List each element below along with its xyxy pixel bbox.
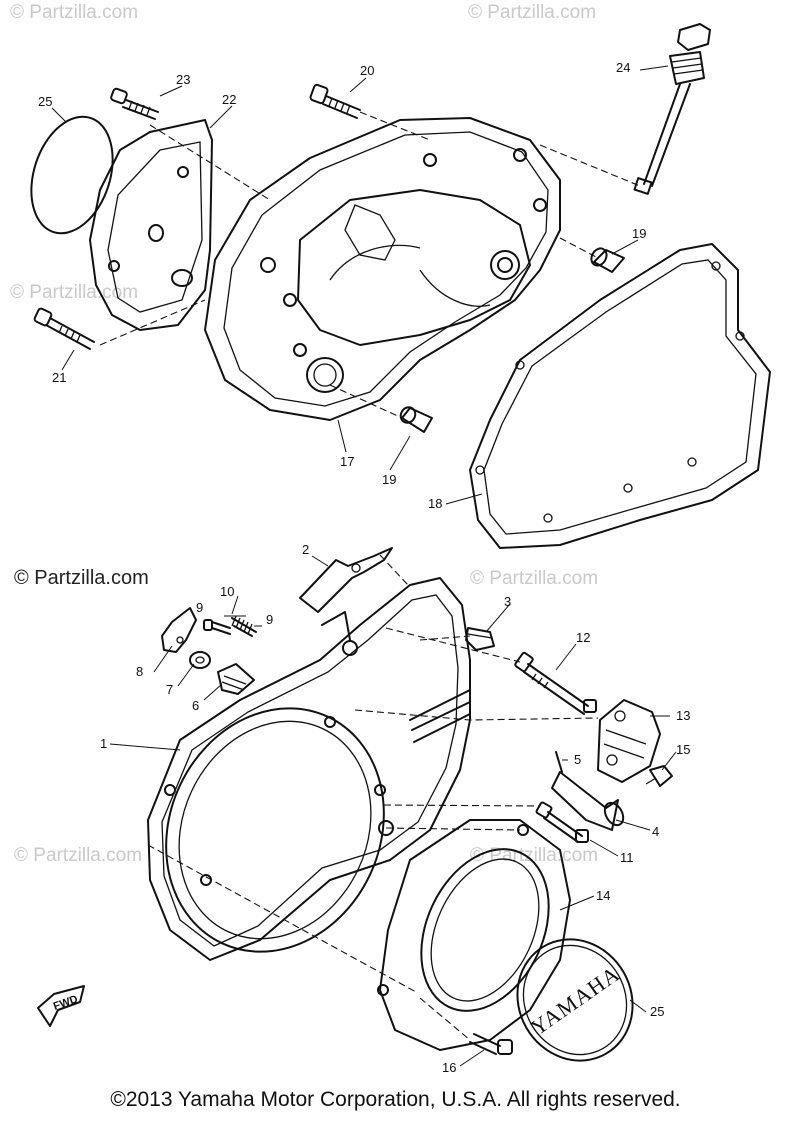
callout-6: 6 [192, 698, 199, 713]
watermark: © Partzilla.com [470, 845, 599, 866]
watermark: © Partzilla.com [468, 2, 597, 23]
gasket [469, 243, 771, 549]
screw-23 [110, 87, 159, 120]
watermark: © Partzilla.com [10, 2, 139, 23]
callout-11: 11 [620, 850, 634, 865]
copyright-footer: ©2013 Yamaha Motor Corporation, U.S.A. A… [110, 1088, 681, 1111]
callout-17: 17 [340, 454, 354, 469]
callout-9-right: 9 [266, 612, 273, 627]
callout-2: 2 [302, 542, 309, 557]
callout-8: 8 [136, 664, 143, 679]
outer-cover [377, 819, 571, 1051]
screw-11 [535, 801, 589, 843]
callout-18: 18 [428, 496, 442, 511]
shaft-4 [551, 771, 625, 831]
assembly-lines-upper [99, 111, 641, 419]
callout-12: 12 [576, 630, 590, 645]
oil-dipstick [633, 23, 711, 195]
callout-19-lower: 19 [382, 472, 396, 487]
callout-19-upper: 19 [632, 226, 646, 241]
assembly-lines-lower [147, 554, 599, 1041]
callout-5: 5 [574, 752, 581, 767]
pin-5 [555, 751, 563, 773]
callout-3: 3 [504, 594, 511, 609]
spring-9 [231, 615, 257, 637]
clutch-cover [147, 577, 471, 961]
callout-13: 13 [676, 708, 690, 723]
washer-7 [189, 651, 211, 669]
callout-20: 20 [360, 63, 374, 78]
screw-20 [309, 83, 361, 119]
pin-10 [203, 619, 231, 635]
callout-9-left: 9 [196, 600, 203, 615]
watermark: © Partzilla.com [470, 568, 599, 589]
bracket-2 [299, 547, 393, 613]
callout-24: 24 [616, 60, 630, 75]
callout-25-lower: 25 [650, 1004, 664, 1019]
callout-7: 7 [166, 682, 173, 697]
watermark: © Partzilla.com [14, 845, 143, 866]
plate-13 [597, 699, 661, 783]
callout-4: 4 [652, 824, 659, 839]
callout-15: 15 [676, 742, 690, 757]
callout-22: 22 [222, 92, 236, 107]
small-cover-plate [89, 119, 213, 331]
callout-16: 16 [442, 1060, 456, 1075]
bolt-12 [514, 651, 597, 715]
cover-logo-text: YAMAHA [526, 961, 624, 1040]
leader-lines [51, 65, 677, 1067]
dowel-19-lower [399, 406, 433, 433]
callout-25: 25 [38, 94, 52, 109]
callout-10: 10 [220, 584, 234, 599]
fwd-label: FWD [52, 993, 80, 1013]
dowel-19-upper [590, 247, 625, 273]
release-lever-8 [161, 607, 197, 653]
callout-1: 1 [100, 736, 107, 751]
screw-16 [469, 1033, 513, 1055]
watermark: © Partzilla.com [10, 282, 139, 303]
callouts: 25 23 22 20 24 19 21 17 19 18 2 3 10 9 9… [38, 60, 690, 1075]
callout-23: 23 [176, 72, 190, 87]
adjuster-6 [217, 663, 255, 695]
watermark-primary: © Partzilla.com [14, 567, 149, 589]
callout-14: 14 [596, 888, 610, 903]
screw-21 [33, 307, 95, 350]
callout-21: 21 [52, 370, 66, 385]
crankcase-cover [204, 117, 561, 421]
bolt-3 [465, 627, 495, 651]
forward-arrow-badge: FWD [37, 985, 85, 1027]
screw-15 [645, 765, 673, 787]
o-ring-upper [30, 115, 114, 235]
